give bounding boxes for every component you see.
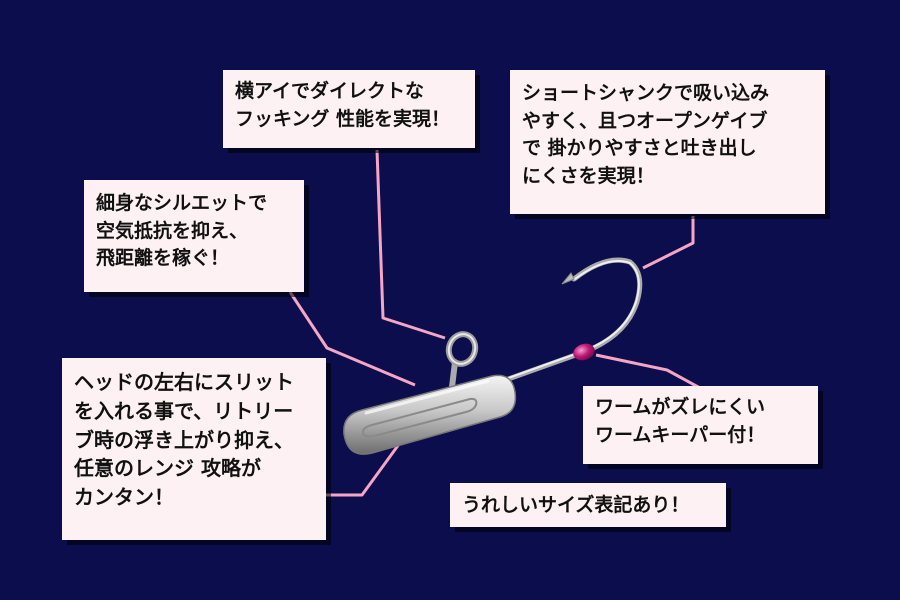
callout-slim-silhouette: 細身なシルエットで 空気抵抗を抑え、 飛距離を稼ぐ！ — [84, 180, 304, 292]
line-eye — [449, 359, 458, 390]
leader-keeper — [595, 353, 701, 390]
callout-size-marking: うれしいサイズ表記あり！ — [450, 483, 726, 527]
callout-line-eye: 横アイでダイレクトな フッキング 性能を実現！ — [223, 70, 475, 148]
head-slit — [361, 397, 478, 438]
hook-point — [561, 272, 575, 285]
callout-worm-keeper: ワームがズレにくい ワームキーパー付！ — [583, 386, 818, 464]
worm-keeper-bead — [573, 343, 595, 361]
leader-slim — [288, 291, 416, 387]
leader-shank — [642, 216, 695, 270]
callout-head-slit: ヘッドの左右にスリット を入れる事で、リトリー ブ時の浮き上がり抑え、 任意のレ… — [62, 358, 326, 540]
lead-head — [343, 374, 517, 455]
leader-eye — [375, 149, 446, 340]
callout-short-shank: ショートシャンクで吸い込み やすく、且つオープンゲイブ で 掛かりやすさと吐き出… — [510, 70, 825, 214]
